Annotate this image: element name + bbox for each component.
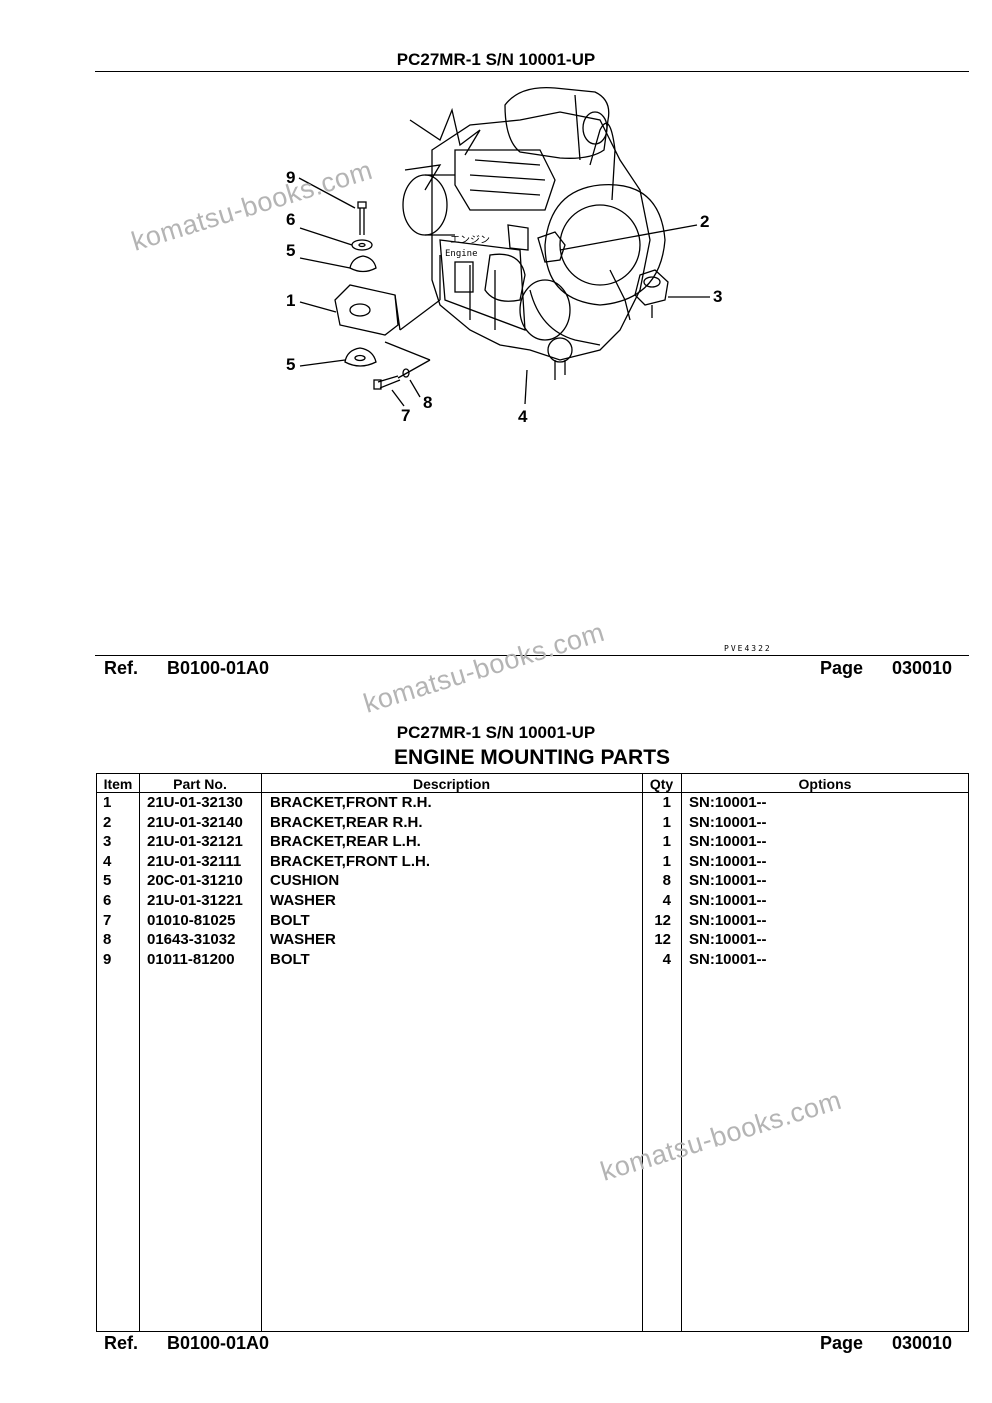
cell-options: SN:10001--	[689, 911, 767, 929]
page-label-1: Page	[820, 658, 864, 678]
cell-qty: 1	[662, 813, 671, 831]
cell-options: SN:10001--	[689, 833, 767, 851]
cell-description: BOLT	[270, 950, 310, 968]
watermark-2: komatsu-books.com	[360, 616, 608, 719]
table-row: 6 21U-01-31221 WASHER 4 SN:10001--	[97, 892, 968, 912]
cell-qty: 1	[662, 794, 671, 811]
cell-qty: 1	[662, 852, 671, 870]
table-row: 2 21U-01-32140 BRACKET,REAR R.H. 1 SN:10…	[97, 814, 968, 834]
cell-qty: 12	[654, 911, 671, 929]
col-header-part-no: Part No.	[173, 776, 227, 792]
footer-rule-1	[95, 655, 969, 656]
page1-header: PC27MR-1 S/N 10001-UP	[396, 50, 596, 69]
callout-1: 1	[286, 291, 296, 310]
cell-options: SN:10001--	[689, 872, 767, 890]
cell-item: 6	[103, 892, 112, 909]
cell-description: CUSHION	[270, 872, 340, 890]
cell-options: SN:10001--	[689, 931, 767, 949]
callout-6: 6	[286, 210, 296, 229]
cell-description: BRACKET,REAR L.H.	[270, 833, 421, 851]
cell-qty: 4	[662, 892, 671, 909]
callout-3: 3	[713, 287, 723, 306]
cell-options: SN:10001--	[689, 852, 767, 870]
cell-item: 7	[103, 911, 112, 929]
cell-part-no: 20C-01-31210	[147, 872, 243, 890]
callout-9: 9	[286, 168, 296, 187]
engine-label: Engine	[445, 249, 478, 259]
page-value-1: 030010	[892, 658, 953, 678]
ref-label-2: Ref.	[104, 1333, 139, 1353]
callout-2: 2	[700, 212, 710, 231]
cell-part-no: 01011-81200	[147, 950, 235, 968]
table-row: 5 20C-01-31210 CUSHION 8 SN:10001--	[97, 872, 968, 892]
cell-options: SN:10001--	[689, 813, 767, 831]
cell-item: 5	[103, 872, 112, 890]
table-row: 1 21U-01-32130 BRACKET,FRONT R.H. 1 SN:1…	[97, 794, 968, 814]
cell-part-no: 21U-01-32111	[147, 852, 242, 870]
page-label-2: Page	[820, 1333, 864, 1353]
cell-options: SN:10001--	[689, 950, 767, 968]
col-header-qty: Qty	[649, 776, 674, 792]
ref-label-1: Ref.	[104, 658, 139, 678]
cell-item: 1	[103, 794, 112, 811]
ref-value-2: B0100-01A0	[167, 1333, 270, 1353]
cell-part-no: 21U-01-32130	[147, 794, 243, 811]
cell-item: 3	[103, 833, 112, 851]
col-header-description: Description	[412, 776, 490, 792]
cell-part-no: 21U-01-32121	[147, 833, 243, 851]
cell-description: WASHER	[270, 931, 336, 949]
page-value-2: 030010	[892, 1333, 953, 1353]
parts-title: ENGINE MOUNTING PARTS	[393, 746, 671, 769]
ref-value-1: B0100-01A0	[167, 658, 270, 678]
engine-label-jp: エンジン	[450, 235, 490, 246]
col-header-item: Item	[103, 776, 133, 792]
cell-options: SN:10001--	[689, 794, 767, 811]
table-row: 9 01011-81200 BOLT 4 SN:10001--	[97, 951, 968, 971]
cell-description: WASHER	[270, 892, 336, 909]
table-row: 4 21U-01-32111 BRACKET,FRONT L.H. 1 SN:1…	[97, 853, 968, 873]
cell-item: 2	[103, 813, 112, 831]
figure-code: PVE4322	[724, 644, 772, 653]
parts-table: Item Part No. Description Qty Options 1 …	[96, 773, 969, 1332]
cell-item: 8	[103, 931, 112, 949]
cell-item: 4	[103, 852, 112, 870]
header-rule	[95, 71, 969, 72]
table-row: 3 21U-01-32121 BRACKET,REAR L.H. 1 SN:10…	[97, 833, 968, 853]
cell-qty: 1	[662, 833, 671, 851]
cell-description: BRACKET,FRONT R.H.	[270, 794, 432, 811]
callout-5-upper: 5	[286, 241, 296, 260]
cell-part-no: 01010-81025	[147, 911, 236, 929]
callout-4: 4	[518, 407, 528, 426]
page2-header: PC27MR-1 S/N 10001-UP	[396, 723, 596, 742]
table-row: 8 01643-31032 WASHER 12 SN:10001--	[97, 931, 968, 951]
table-row: 7 01010-81025 BOLT 12 SN:10001--	[97, 912, 968, 932]
cell-description: BOLT	[270, 911, 310, 929]
cell-description: BRACKET,FRONT L.H.	[270, 852, 430, 870]
callout-5-lower: 5	[286, 355, 296, 374]
callout-7: 7	[401, 406, 411, 425]
cell-part-no: 01643-31032	[147, 931, 236, 949]
cell-qty: 8	[662, 872, 671, 890]
cell-item: 9	[103, 950, 112, 968]
callout-8: 8	[423, 393, 433, 412]
cell-part-no: 21U-01-32140	[147, 813, 243, 831]
engine-exploded-diagram: エンジン Engine	[298, 86, 710, 407]
cell-part-no: 21U-01-31221	[147, 892, 243, 909]
cell-qty: 12	[654, 931, 671, 949]
col-header-options: Options	[798, 776, 852, 792]
cell-description: BRACKET,REAR R.H.	[270, 813, 423, 831]
cell-options: SN:10001--	[689, 892, 767, 909]
cell-qty: 4	[662, 950, 671, 968]
